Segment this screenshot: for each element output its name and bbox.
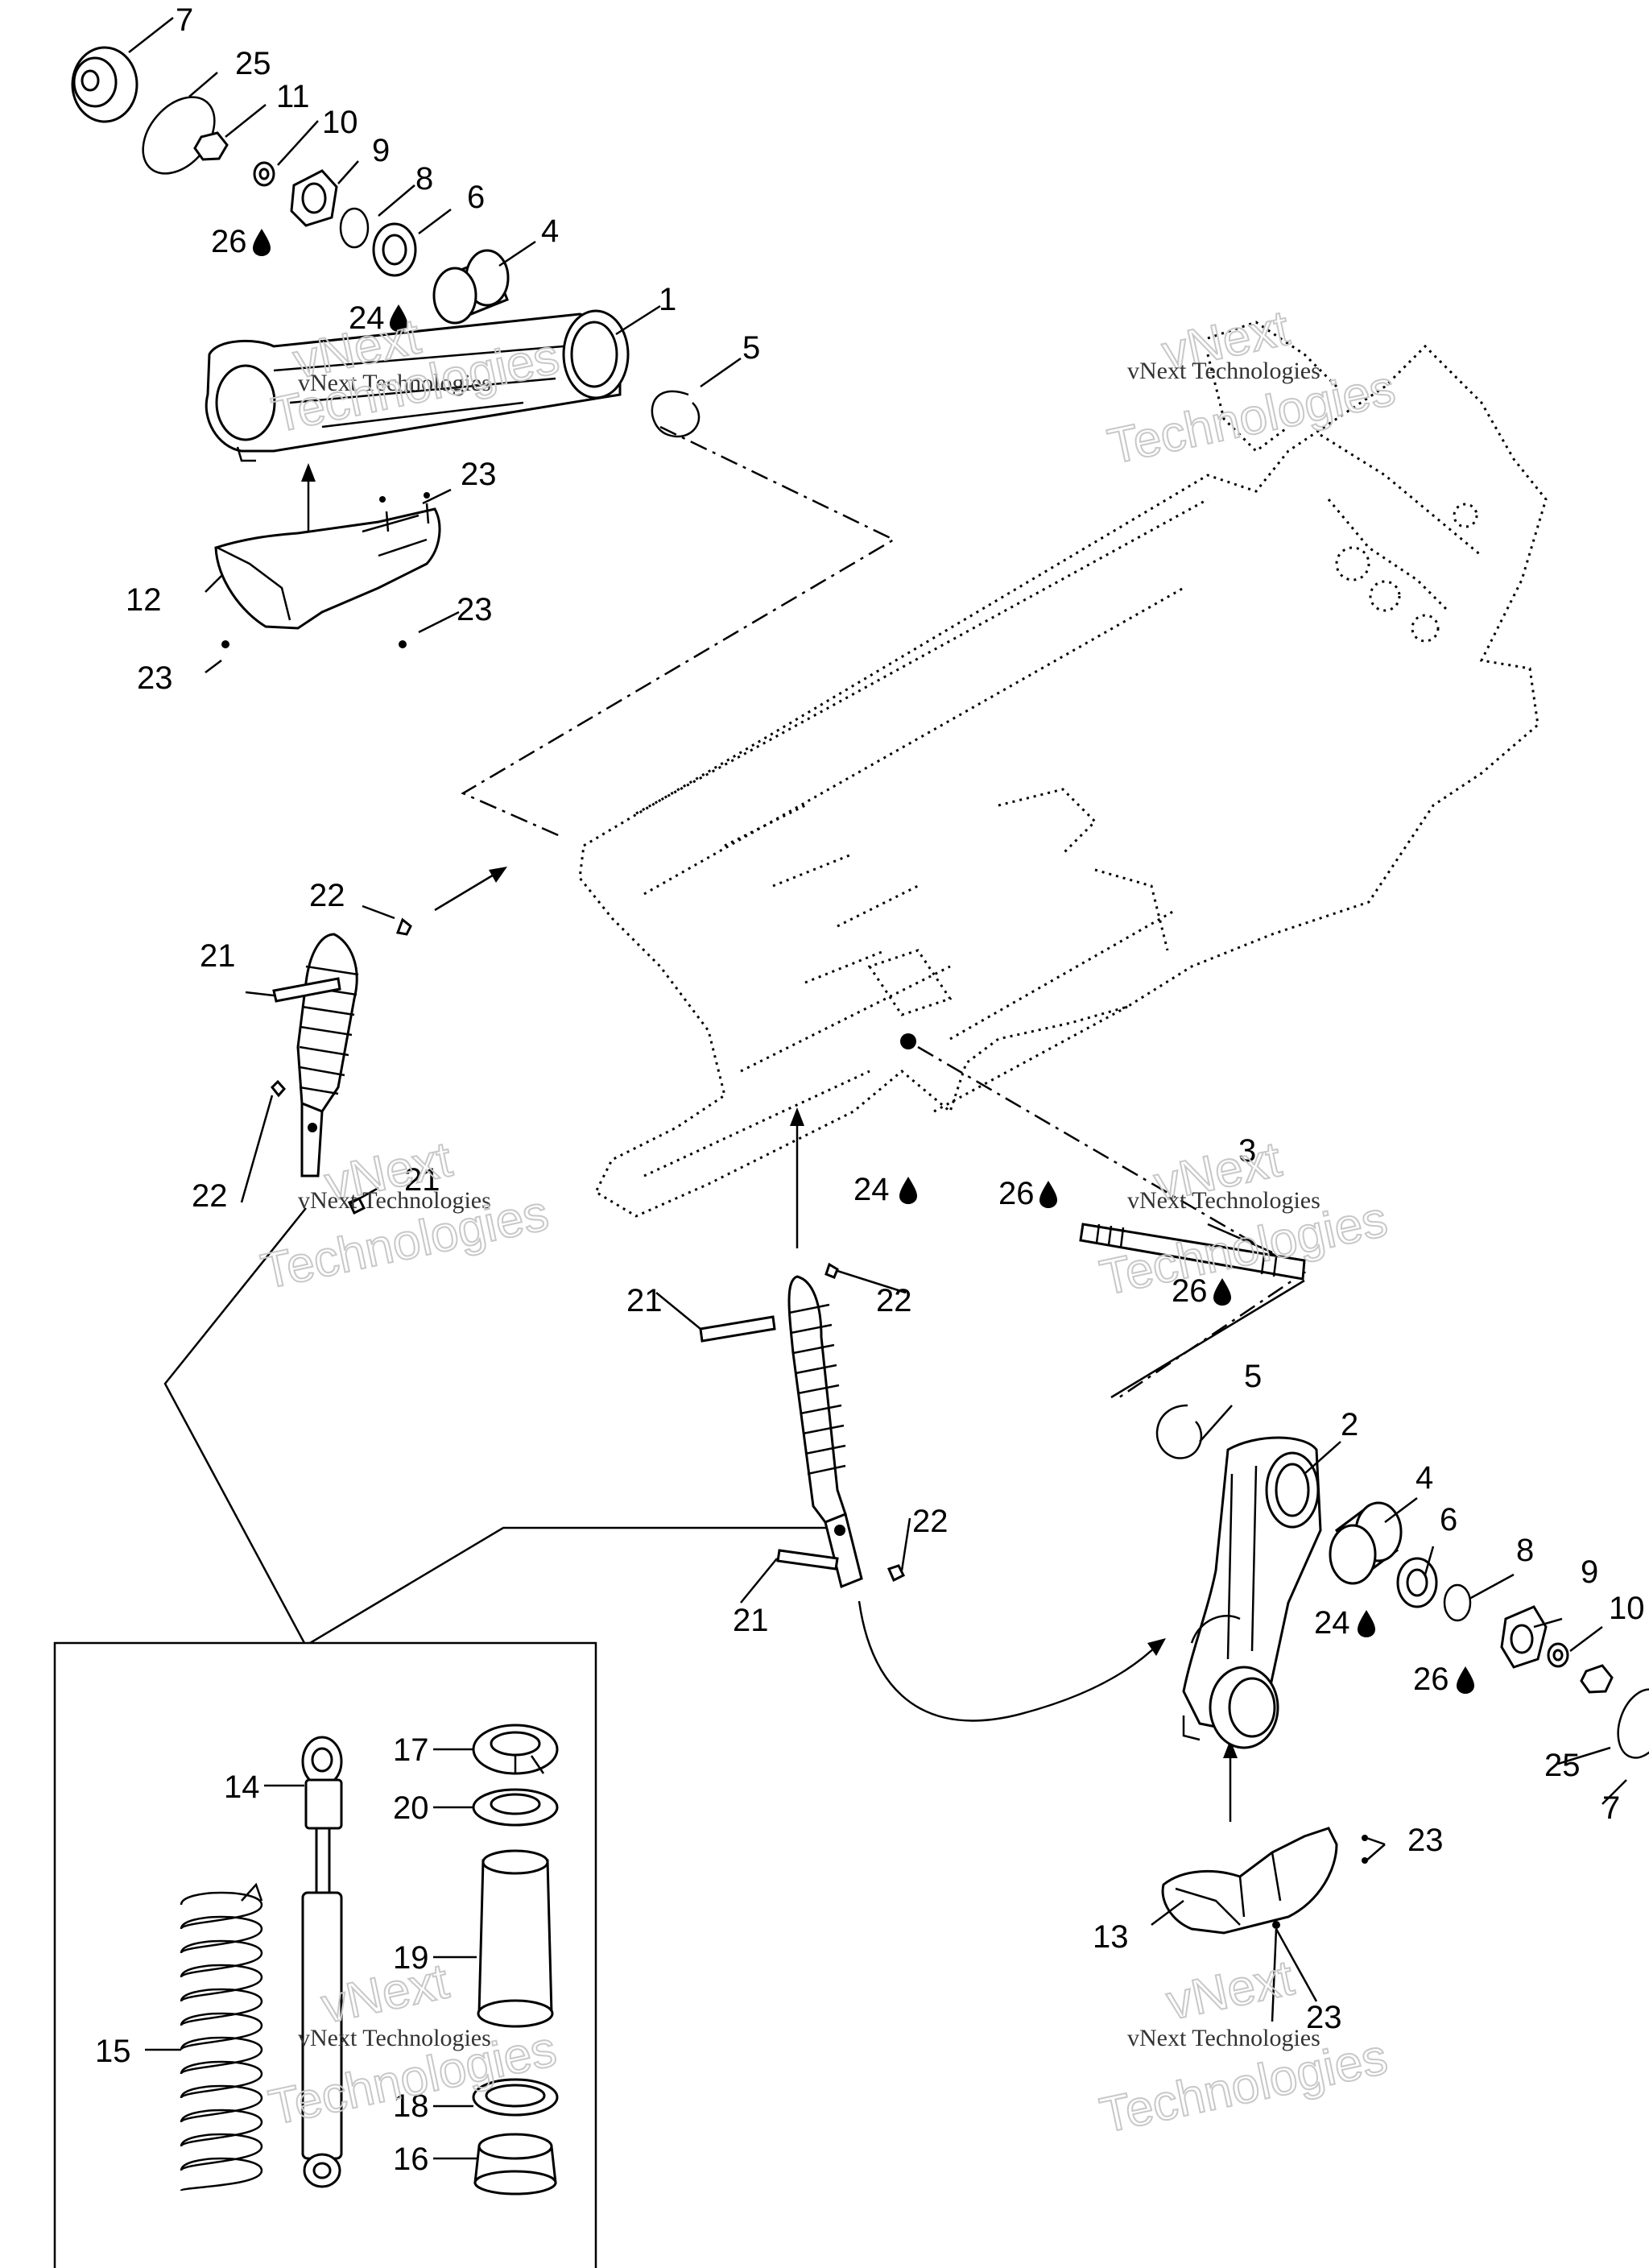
callout-11: 11	[276, 79, 310, 114]
callout-21: 21	[626, 1283, 663, 1318]
callout-14: 14	[224, 1769, 260, 1805]
callout-25: 25	[235, 46, 271, 81]
oil-drop-icon	[899, 1177, 917, 1204]
callout-26: 26	[1172, 1273, 1208, 1309]
watermark-text: vNext Technologies	[298, 2025, 491, 2051]
oil-drop-icon	[1358, 1610, 1375, 1637]
callout-6: 6	[467, 180, 485, 215]
callout-9: 9	[372, 133, 390, 168]
watermark-text: vNext Technologies	[1127, 2025, 1320, 2051]
left-shock-absorber	[270, 917, 412, 1215]
callout-labels: 7 25 11 10 9 8 6 26 4 24 1 5 23 12 23 23…	[95, 2, 1645, 2177]
callout-4: 4	[1415, 1460, 1433, 1496]
watermark-text: vNext Technologies	[298, 1187, 491, 1214]
oil-drop-icon	[1039, 1181, 1057, 1208]
inset-connector-lines	[163, 1207, 841, 1645]
callout-18: 18	[393, 2088, 429, 2124]
callout-15: 15	[95, 2034, 131, 2069]
oil-drop-icon	[1457, 1666, 1474, 1694]
oil-drop-icon	[253, 229, 271, 256]
callout-12: 12	[126, 582, 162, 618]
callout-23: 23	[461, 457, 497, 492]
callout-26: 26	[998, 1176, 1035, 1211]
upper-left-arm-assembly	[71, 46, 701, 648]
callout-25: 25	[1544, 1748, 1581, 1783]
callout-24: 24	[1314, 1605, 1350, 1641]
lower-right-arm-assembly	[1155, 1404, 1649, 1935]
callout-26: 26	[211, 224, 247, 259]
callout-22: 22	[912, 1504, 948, 1539]
leader-lines	[128, 17, 1627, 2160]
callout-22: 22	[192, 1178, 228, 1214]
callout-21: 21	[200, 938, 236, 974]
watermark-text: vNext	[1162, 1950, 1298, 2030]
callout-24: 24	[349, 300, 385, 336]
callout-23: 23	[1306, 2000, 1342, 2035]
callout-8: 8	[415, 161, 433, 197]
axle-shaft	[1079, 1223, 1306, 1281]
callout-13: 13	[1093, 1919, 1129, 1955]
callout-2: 2	[1341, 1407, 1358, 1442]
watermarks: vNext vNext Technologies Technologies vN…	[256, 300, 1401, 2145]
assembly-arrows	[301, 463, 1238, 1822]
callout-5: 5	[742, 330, 760, 366]
callout-3: 3	[1238, 1133, 1256, 1169]
callout-4: 4	[541, 213, 559, 249]
callout-8: 8	[1516, 1533, 1534, 1568]
callout-17: 17	[393, 1732, 429, 1768]
callout-10: 10	[1609, 1591, 1645, 1626]
callout-19: 19	[393, 1940, 429, 1976]
callout-23: 23	[1407, 1823, 1444, 1858]
callout-26: 26	[1413, 1662, 1449, 1697]
watermark-text: vNext Technologies	[1127, 1187, 1320, 1214]
callout-9: 9	[1581, 1554, 1598, 1590]
vehicle-frame	[578, 321, 1548, 1218]
callout-22: 22	[309, 878, 345, 913]
watermark-text: vNext Technologies	[1127, 358, 1320, 384]
callout-16: 16	[393, 2142, 429, 2177]
callout-23: 23	[457, 592, 493, 627]
shock-detail-inset	[53, 1641, 597, 2268]
callout-6: 6	[1440, 1502, 1457, 1538]
callout-22: 22	[876, 1283, 912, 1318]
callout-21: 21	[404, 1162, 440, 1198]
callout-7: 7	[176, 2, 193, 38]
watermark-text: vNext Technologies	[298, 370, 491, 396]
callout-21: 21	[733, 1603, 769, 1638]
center-shock-absorber	[699, 1262, 906, 1589]
callout-20: 20	[393, 1790, 429, 1826]
callout-7: 7	[1602, 1790, 1620, 1826]
callout-23: 23	[137, 660, 173, 696]
callout-1: 1	[659, 282, 676, 317]
callout-10: 10	[322, 105, 358, 140]
callout-24: 24	[853, 1172, 890, 1207]
callout-5: 5	[1244, 1359, 1262, 1394]
